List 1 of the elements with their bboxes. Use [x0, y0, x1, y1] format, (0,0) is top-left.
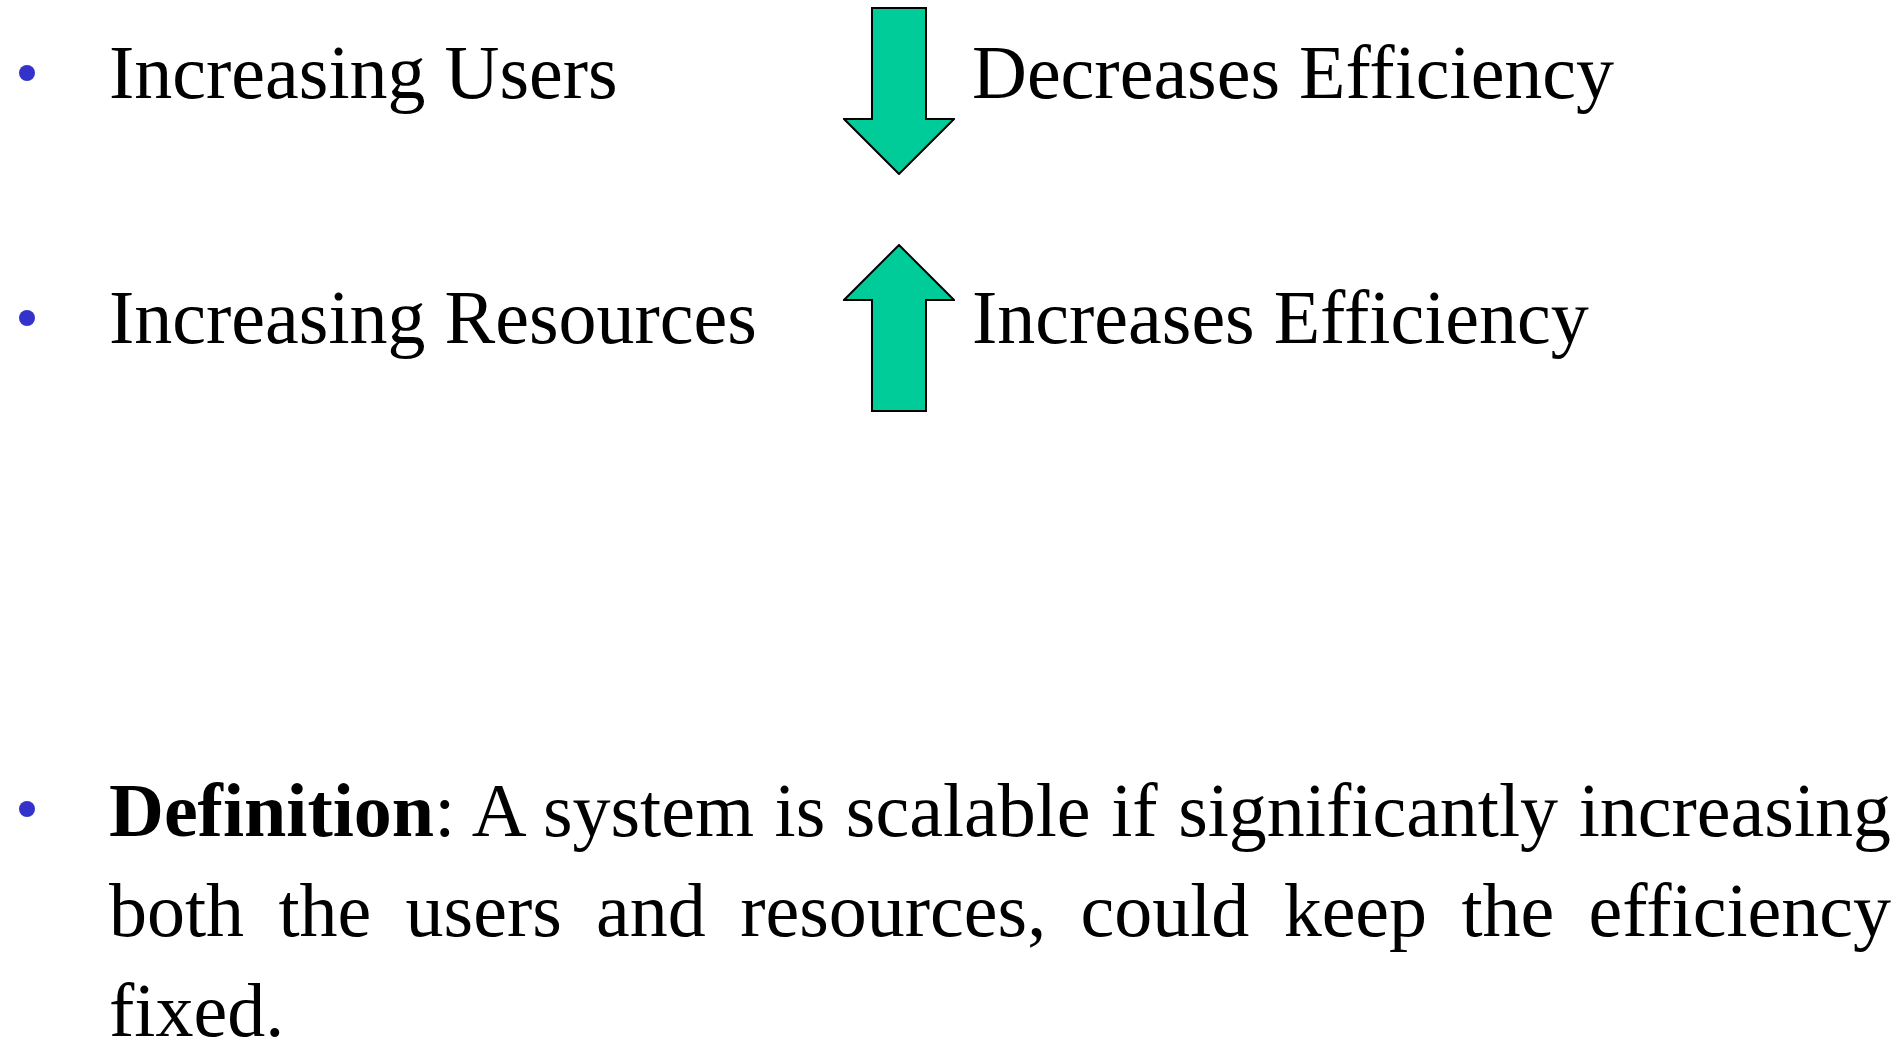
definition-paragraph: Definition: A system is scalable if significantly increasing both the users and resources, could keep the efficiency fixed. — [109, 767, 1891, 1054]
